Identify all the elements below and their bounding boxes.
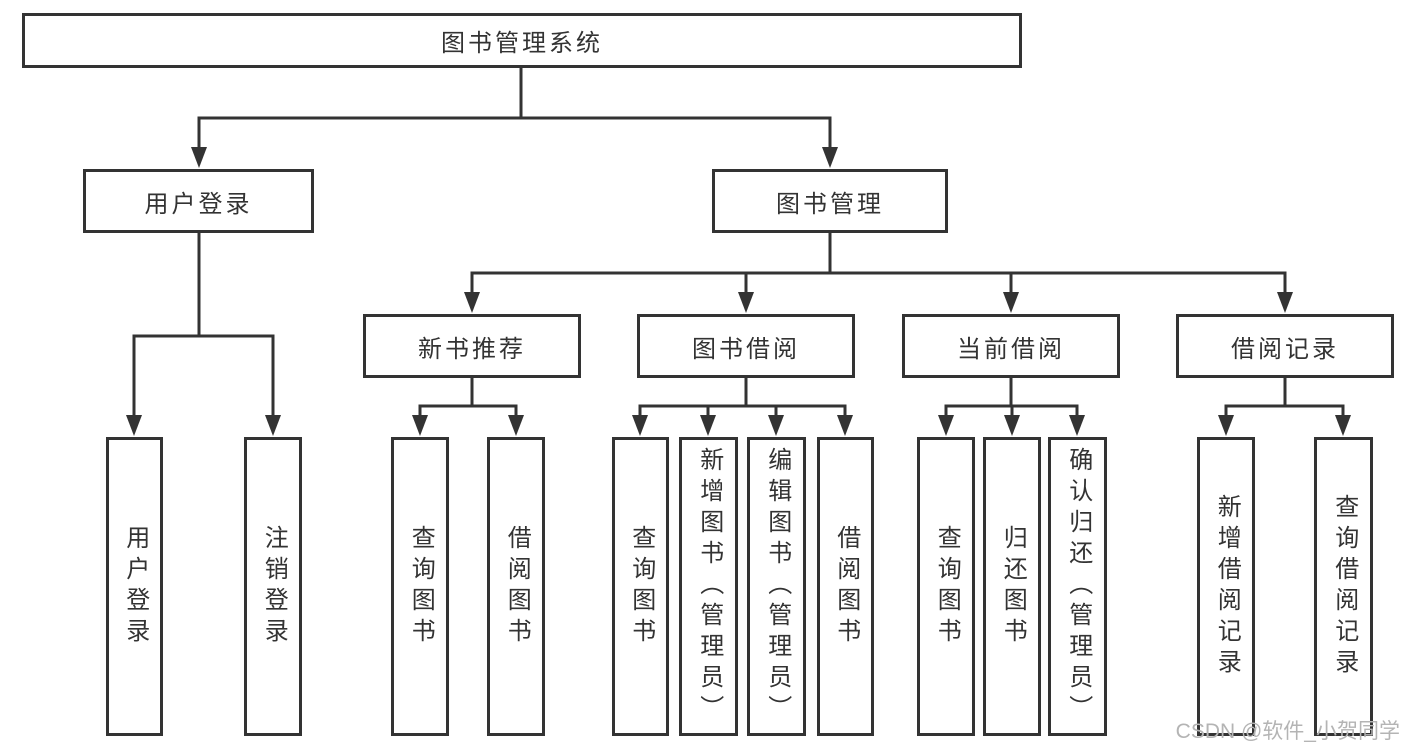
arrow-down-icon bbox=[938, 415, 954, 436]
node-label: 查询借阅记录 bbox=[1330, 493, 1358, 680]
arrow-down-icon bbox=[632, 415, 648, 436]
arrowheads bbox=[126, 147, 1351, 436]
leaf-add-book-admin: 新增图书（管理员） bbox=[679, 437, 738, 736]
leaf-user-login: 用户登录 bbox=[106, 437, 163, 736]
leaf-edit-book-admin: 编辑图书（管理员） bbox=[747, 437, 806, 736]
leaf-recommend-query-book: 查询图书 bbox=[391, 437, 449, 736]
node-label: 借阅记录 bbox=[1231, 335, 1339, 363]
connector-new-book-to-leaves bbox=[418, 376, 518, 419]
node-book-management: 图书管理 bbox=[712, 169, 948, 233]
arrow-down-icon bbox=[508, 415, 524, 436]
connector-root-to-level1 bbox=[197, 66, 832, 151]
node-library-management-system: 图书管理系统 bbox=[22, 13, 1022, 68]
leaf-logout: 注销登录 bbox=[244, 437, 302, 736]
node-label: 查询图书 bbox=[407, 524, 435, 649]
connector-strokes bbox=[132, 66, 1345, 419]
arrow-down-icon bbox=[837, 415, 853, 436]
node-label: 新书推荐 bbox=[418, 335, 526, 363]
arrow-down-icon bbox=[265, 415, 281, 436]
node-label: 新增图书（管理员） bbox=[695, 447, 723, 726]
arrow-down-icon bbox=[822, 147, 838, 168]
node-label: 用户登录 bbox=[121, 524, 149, 649]
connector-borrow-records-to-leaves bbox=[1224, 376, 1345, 419]
csdn-watermark: CSDN @软件_小贺同学 bbox=[1175, 720, 1400, 743]
arrow-down-icon bbox=[464, 292, 480, 313]
node-borrow-records: 借阅记录 bbox=[1176, 314, 1394, 378]
connector-user-login-to-leaves bbox=[132, 231, 275, 419]
leaf-recommend-borrow-book: 借阅图书 bbox=[487, 437, 545, 736]
arrow-down-icon bbox=[1003, 292, 1019, 313]
connector-current-borrow-to-leaves bbox=[944, 376, 1079, 419]
node-label: 图书管理 bbox=[776, 190, 884, 218]
node-label: 图书借阅 bbox=[692, 335, 800, 363]
node-label: 确认归还（管理员） bbox=[1064, 447, 1092, 726]
node-label: 借阅图书 bbox=[832, 524, 860, 649]
node-label: 当前借阅 bbox=[957, 335, 1065, 363]
arrow-down-icon bbox=[412, 415, 428, 436]
arrow-down-icon bbox=[1069, 415, 1085, 436]
arrow-down-icon bbox=[191, 147, 207, 168]
node-label: 查询图书 bbox=[627, 524, 655, 649]
leaf-query-borrow-record: 查询借阅记录 bbox=[1314, 437, 1373, 736]
node-new-book-recommend: 新书推荐 bbox=[363, 314, 581, 378]
connector-book-borrow-to-leaves bbox=[638, 376, 847, 419]
node-label: 新增借阅记录 bbox=[1213, 493, 1241, 680]
arrow-down-icon bbox=[126, 415, 142, 436]
leaf-current-query-book: 查询图书 bbox=[917, 437, 975, 736]
node-label: 用户登录 bbox=[144, 190, 253, 218]
arrow-down-icon bbox=[1004, 415, 1020, 436]
node-book-borrow: 图书借阅 bbox=[637, 314, 855, 378]
node-label: 归还图书 bbox=[999, 524, 1027, 649]
node-label: 图书管理系统 bbox=[441, 30, 603, 57]
node-label: 查询图书 bbox=[933, 524, 961, 649]
arrow-down-icon bbox=[1335, 415, 1351, 436]
node-label: 借阅图书 bbox=[503, 524, 531, 649]
node-user-login: 用户登录 bbox=[83, 169, 314, 233]
arrow-down-icon bbox=[700, 415, 716, 436]
arrow-down-icon bbox=[1277, 292, 1293, 313]
leaf-borrow-book: 借阅图书 bbox=[817, 437, 874, 736]
node-current-borrow: 当前借阅 bbox=[902, 314, 1120, 378]
leaf-add-borrow-record: 新增借阅记录 bbox=[1197, 437, 1255, 736]
leaf-return-book: 归还图书 bbox=[983, 437, 1041, 736]
arrow-down-icon bbox=[1218, 415, 1234, 436]
connector-book-management-to-level2 bbox=[470, 231, 1287, 296]
leaf-borrow-query-book: 查询图书 bbox=[612, 437, 669, 736]
leaf-confirm-return-admin: 确认归还（管理员） bbox=[1048, 437, 1107, 736]
node-label: 注销登录 bbox=[260, 524, 288, 649]
arrow-down-icon bbox=[738, 292, 754, 313]
node-label: 编辑图书（管理员） bbox=[763, 447, 791, 726]
arrow-down-icon bbox=[768, 415, 784, 436]
